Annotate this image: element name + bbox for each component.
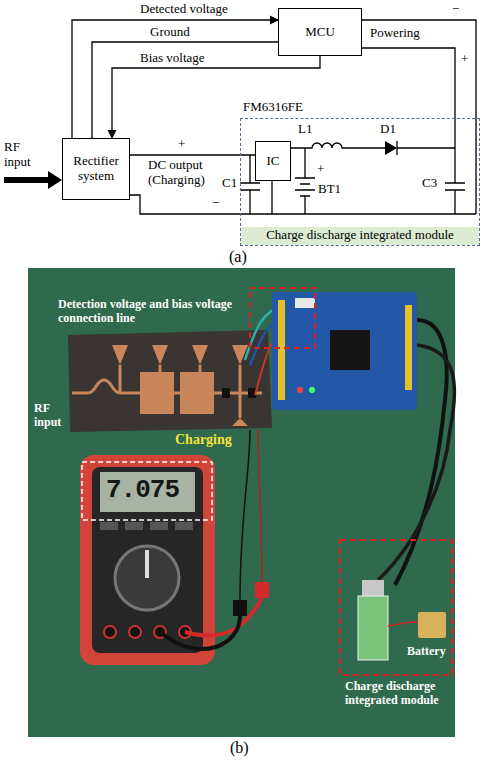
probe-lead — [185, 598, 262, 636]
ic-box: IC — [255, 141, 291, 181]
node-text: Charge discharge integrated module — [241, 227, 479, 245]
output-capacitor-wire — [397, 118, 465, 214]
board-led — [297, 387, 303, 393]
diode-part — [222, 388, 230, 398]
meter-button — [150, 522, 168, 530]
measure-wire — [258, 430, 262, 582]
rf-input-arrow — [4, 171, 62, 189]
radial-stub — [232, 418, 248, 426]
input-label: RF input — [4, 140, 44, 170]
lipo-battery — [418, 612, 446, 638]
pin-header — [278, 300, 285, 400]
polarity-sign: + — [461, 52, 468, 67]
radial-stub — [152, 345, 168, 365]
board-led — [309, 387, 315, 393]
rectifier-pcb — [68, 330, 272, 432]
highlight-box — [340, 540, 452, 675]
meter-reading: 7.075 — [106, 476, 179, 506]
mcu-box: MCU — [278, 8, 362, 56]
dial-pointer — [145, 550, 149, 578]
polarity-sign: + — [178, 137, 185, 152]
mcu-chip — [330, 330, 370, 370]
photo-annotation: Charging — [175, 432, 232, 448]
signal-label: Ground — [150, 25, 190, 40]
meter-button — [125, 522, 143, 530]
meter-dial — [115, 546, 179, 610]
node-text: IC — [267, 154, 280, 169]
rectifier-box: Rectifier system — [62, 138, 130, 200]
highlight-box — [250, 288, 315, 348]
component-label: D1 — [380, 122, 396, 137]
charge-module-board — [358, 596, 388, 660]
meter-button — [100, 522, 118, 530]
multimeter-lcd — [100, 472, 195, 512]
ground-wire — [130, 195, 476, 214]
signal-wire — [72, 20, 278, 138]
signal-wire — [362, 48, 455, 118]
usb-plug — [362, 580, 384, 596]
signal-label: Detected voltage — [140, 2, 228, 17]
inductor-symbol — [290, 143, 385, 148]
signal-wire — [130, 154, 255, 155]
subfigure-label: (b) — [230, 739, 249, 757]
ic-ground-wire — [271, 180, 272, 214]
copper-trace — [72, 365, 262, 418]
battery-wire — [388, 622, 418, 626]
pin-header — [405, 305, 412, 390]
copper-pad — [180, 372, 214, 414]
display-highlight — [82, 462, 212, 520]
meter-jack — [129, 626, 141, 638]
signal-wire — [112, 56, 320, 138]
mcu-board — [272, 292, 417, 410]
probe-lead — [160, 616, 240, 649]
radial-stub — [112, 345, 128, 365]
copper-pad — [140, 372, 174, 414]
board-connector — [295, 298, 315, 308]
power-negative-wire — [362, 20, 476, 214]
signal-label: Bias voltage — [140, 51, 205, 66]
node-text: Rectifier system — [66, 154, 126, 184]
measure-wire — [240, 430, 250, 600]
green-mat — [28, 268, 455, 737]
module-region: IC Charge discharge integrated module — [240, 118, 480, 246]
alligator-clip — [233, 600, 247, 616]
diode-symbol — [385, 141, 397, 155]
multimeter-face — [92, 467, 203, 653]
meter-jack — [104, 626, 116, 638]
signal-wire — [92, 42, 278, 138]
usb-cable — [395, 320, 447, 585]
polarity-sign: + — [317, 162, 324, 177]
component-label: BT1 — [318, 182, 341, 197]
photo-annotation: Charge discharge integrated module — [345, 680, 463, 708]
signal-label: DC output (Charging) — [148, 158, 228, 188]
meter-button — [175, 522, 193, 530]
usb-cable — [378, 345, 454, 580]
node-text: MCU — [305, 25, 335, 40]
alligator-clip — [255, 582, 269, 598]
component-label: C3 — [422, 176, 437, 191]
component-label: C1 — [222, 176, 237, 191]
subfigure-label: (a) — [229, 248, 247, 266]
photo-annotation: RF input — [34, 402, 68, 430]
part-number: FM6316FE — [243, 100, 303, 115]
battery-symbol — [295, 148, 315, 214]
polarity-sign: − — [452, 2, 459, 17]
signal-label: Powering — [370, 26, 420, 41]
radial-stub — [192, 345, 208, 365]
component-label: L1 — [298, 122, 312, 137]
photo-annotation: Battery — [407, 645, 446, 659]
polarity-sign: − — [212, 196, 219, 211]
photo-annotation: Detection voltage and bias voltage conne… — [58, 298, 248, 326]
